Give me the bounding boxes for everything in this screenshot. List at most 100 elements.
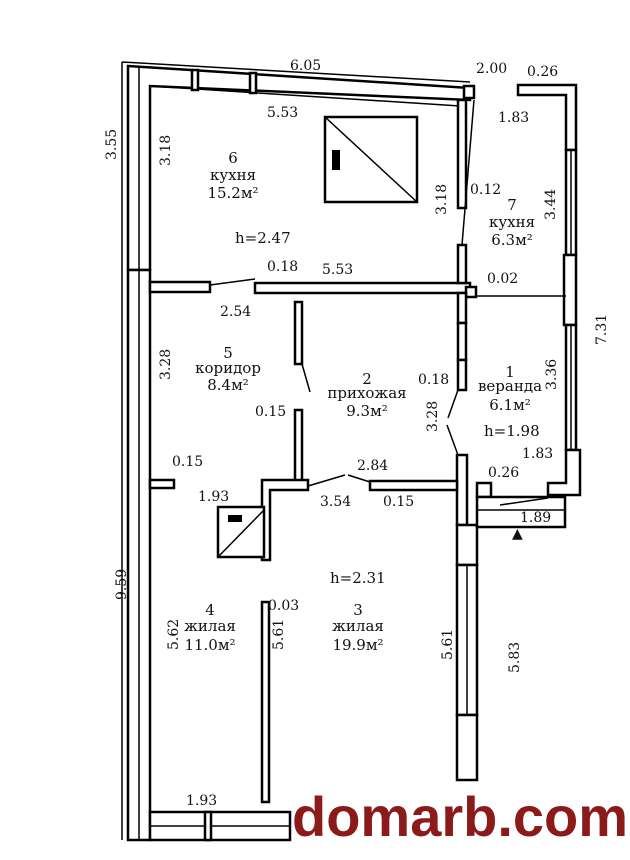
wall-mid	[253, 281, 472, 295]
stove-door-icon	[228, 515, 242, 522]
dimension: 0.02	[487, 271, 518, 287]
wall	[368, 479, 459, 492]
room-area: 8.4м²	[207, 376, 249, 394]
dimension: 1.83	[522, 446, 553, 462]
partition-room4-room3	[260, 600, 271, 804]
dimension: 2.00	[476, 61, 507, 77]
dimension: 0.15	[255, 404, 286, 420]
door-swing	[209, 278, 256, 286]
window-mark	[248, 71, 258, 95]
ceiling-height: h=2.31	[330, 569, 386, 587]
room-area: 19.9м²	[332, 636, 383, 654]
oven-diag	[324, 116, 418, 203]
door-swing	[307, 474, 346, 487]
room-number: 6	[228, 149, 238, 167]
dimension: 0.18	[418, 372, 449, 388]
room-number: 2	[362, 370, 372, 388]
dimension: 3.55	[104, 129, 120, 160]
room-number: 4	[205, 601, 215, 619]
wall-top-left	[126, 64, 472, 272]
room-area: 9.3м²	[346, 402, 388, 420]
dimension: 0.26	[527, 64, 558, 80]
wall-mid-left	[148, 280, 212, 294]
room-number: 1	[505, 363, 515, 381]
window-mark	[203, 810, 213, 842]
dimension: 0.15	[383, 494, 414, 510]
dimension: 3.18	[158, 135, 174, 166]
dimension: 1.93	[186, 793, 217, 809]
wall-veranda-corner	[546, 448, 582, 497]
partition	[293, 408, 304, 487]
room-area: 6.3м²	[491, 231, 533, 249]
wall-kitchen7-right	[562, 253, 578, 327]
dimension: 3.28	[158, 349, 174, 380]
room-name: веранда	[478, 377, 542, 395]
door-swing	[347, 474, 371, 483]
dimension: 6.05	[290, 58, 321, 74]
dimension: 3.18	[434, 184, 450, 215]
door-swing	[446, 424, 459, 456]
column	[475, 481, 493, 499]
dimension: 3.44	[543, 189, 559, 220]
dimension: 0.15	[172, 454, 203, 470]
wall-inner-line	[149, 85, 461, 107]
door-swing	[301, 363, 311, 393]
dimension: 7.31	[594, 314, 610, 345]
stove-diag	[217, 509, 265, 558]
wall	[456, 243, 468, 285]
room-name: жилая	[184, 617, 236, 635]
dimension: 5.53	[322, 262, 353, 278]
room-name: коридор	[195, 359, 261, 377]
wall-room3-right	[455, 713, 479, 782]
dimension: 5.53	[267, 105, 298, 121]
door-swing	[447, 389, 459, 419]
wall	[456, 358, 468, 392]
window-mark	[190, 68, 200, 92]
wall	[455, 523, 479, 567]
oven-door-icon	[332, 150, 340, 170]
dim-line	[499, 497, 549, 506]
watermark: domarb.com	[292, 785, 629, 848]
room-name: кухня	[489, 213, 535, 231]
wall	[455, 453, 469, 527]
dimension: 1.83	[498, 110, 529, 126]
dimension: 2.54	[220, 304, 251, 320]
ceiling-height: h=2.47	[235, 229, 291, 247]
wall-corner	[260, 478, 310, 562]
partition	[293, 300, 304, 366]
room-area: 15.2м²	[207, 184, 258, 202]
dimension: 0.12	[470, 182, 501, 198]
room-number: 5	[223, 344, 233, 362]
dimension: 0.03	[268, 598, 299, 614]
dimension: 1.93	[198, 489, 229, 505]
dimension: 0.26	[488, 465, 519, 481]
dimension: 5.61	[271, 619, 287, 650]
wall-kitchen-right	[456, 98, 468, 210]
dimension: 0.18	[267, 259, 298, 275]
room-name: жилая	[332, 617, 384, 635]
wall	[456, 291, 468, 325]
ceiling-height: h=1.98	[484, 422, 540, 440]
dimension: 5.83	[507, 642, 523, 673]
wall-stub	[148, 478, 176, 490]
dimension: 5.61	[440, 629, 456, 660]
dim-line-top	[121, 61, 471, 83]
dimension: 9.59	[114, 569, 130, 600]
window-hall	[456, 321, 468, 362]
dimension: 2.84	[357, 458, 388, 474]
dimension: 5.62	[166, 619, 182, 650]
column	[464, 285, 478, 299]
column	[462, 84, 476, 100]
room-number: 3	[353, 601, 363, 619]
dimension: 3.28	[425, 401, 441, 432]
door-swing	[461, 99, 475, 246]
dimension: 3.36	[544, 359, 560, 390]
room-name: кухня	[210, 166, 256, 184]
room-name: прихожая	[327, 384, 406, 402]
room-number: 7	[507, 196, 517, 214]
dimension: 3.54	[320, 494, 351, 510]
dimension: 1.89	[520, 510, 551, 526]
arrow-up-icon: ▲	[512, 526, 523, 542]
room-area: 6.1м²	[489, 396, 531, 414]
